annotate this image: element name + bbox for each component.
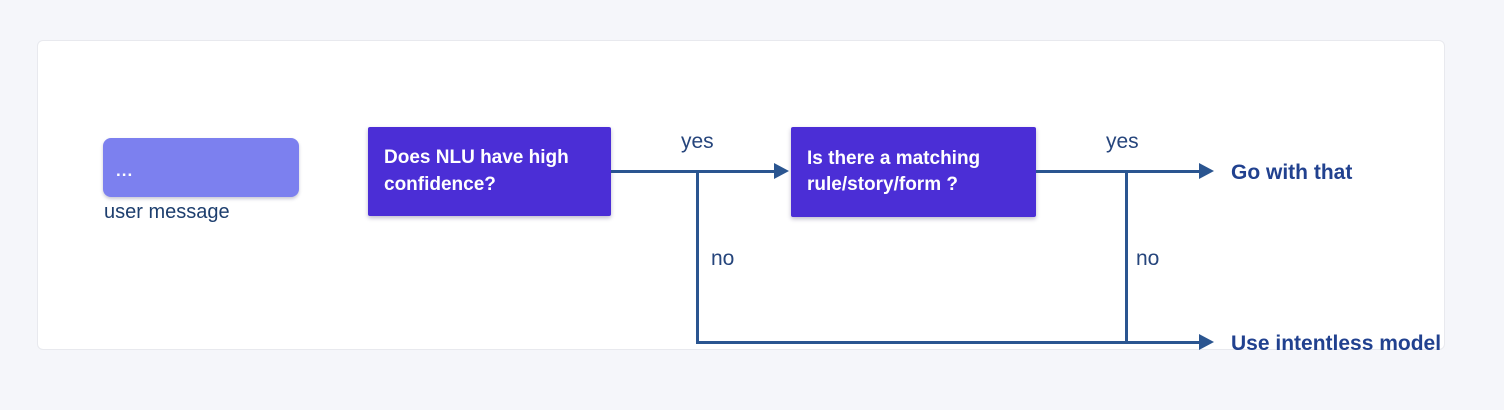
arrowhead-icon (1199, 163, 1214, 179)
flowchart-canvas: ... user message Does NLU have high conf… (37, 40, 1445, 354)
user-message-label: user message (104, 201, 230, 223)
edge-label-yes-2: yes (1106, 130, 1139, 153)
outcome-go-with-that: Go with that (1231, 161, 1353, 184)
arrowhead-icon (1199, 334, 1214, 350)
decision-node-matching-rule-text: Is there a matching rule/story/form ? (807, 147, 981, 195)
edge-label-yes-1: yes (681, 130, 714, 153)
edge-no-2-line (1125, 170, 1128, 344)
decision-node-matching-rule: Is there a matching rule/story/form ? (791, 127, 1036, 217)
decision-node-nlu-confidence-text: Does NLU have high confidence? (384, 147, 569, 195)
edge-no-1-line (696, 170, 699, 344)
user-message-dots: ... (116, 161, 134, 180)
edge-yes-1-line (611, 170, 775, 173)
arrowhead-icon (774, 163, 789, 179)
outcome-use-intentless-model: Use intentless model (1231, 332, 1442, 355)
user-message-node: ... (103, 138, 299, 197)
edge-label-no-2: no (1136, 247, 1160, 270)
edge-yes-2-line (1036, 170, 1199, 173)
decision-node-nlu-confidence: Does NLU have high confidence? (368, 127, 611, 216)
edge-no-merge-line (696, 341, 1199, 344)
edge-label-no-1: no (711, 247, 735, 270)
